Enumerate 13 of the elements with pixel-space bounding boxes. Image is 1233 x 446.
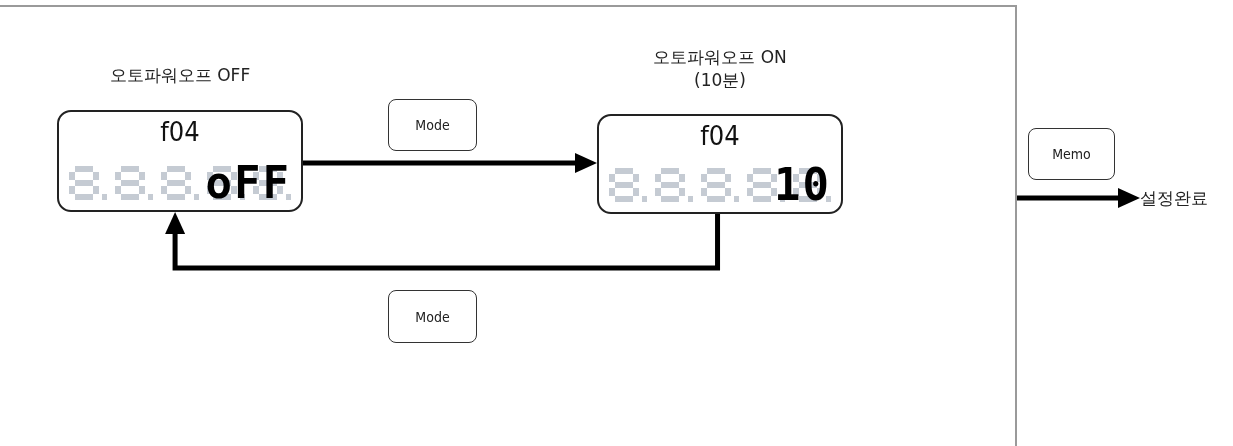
state-heading: 오토파워오프 ON (10분)	[652, 46, 788, 92]
parameter-code: f04	[159, 116, 201, 148]
parameter-code: f04	[699, 120, 741, 152]
arrow	[165, 212, 721, 271]
display-value: oFF	[205, 160, 291, 206]
result-text: 설정완료	[1140, 187, 1208, 209]
arrow	[1017, 188, 1140, 208]
key-button: Mode	[388, 99, 477, 151]
key-button: Memo	[1028, 128, 1115, 180]
key-button: Mode	[388, 290, 477, 343]
display-value: 10	[774, 162, 831, 208]
arrow	[303, 153, 597, 173]
state-heading: 오토파워오프 OFF	[108, 64, 252, 87]
